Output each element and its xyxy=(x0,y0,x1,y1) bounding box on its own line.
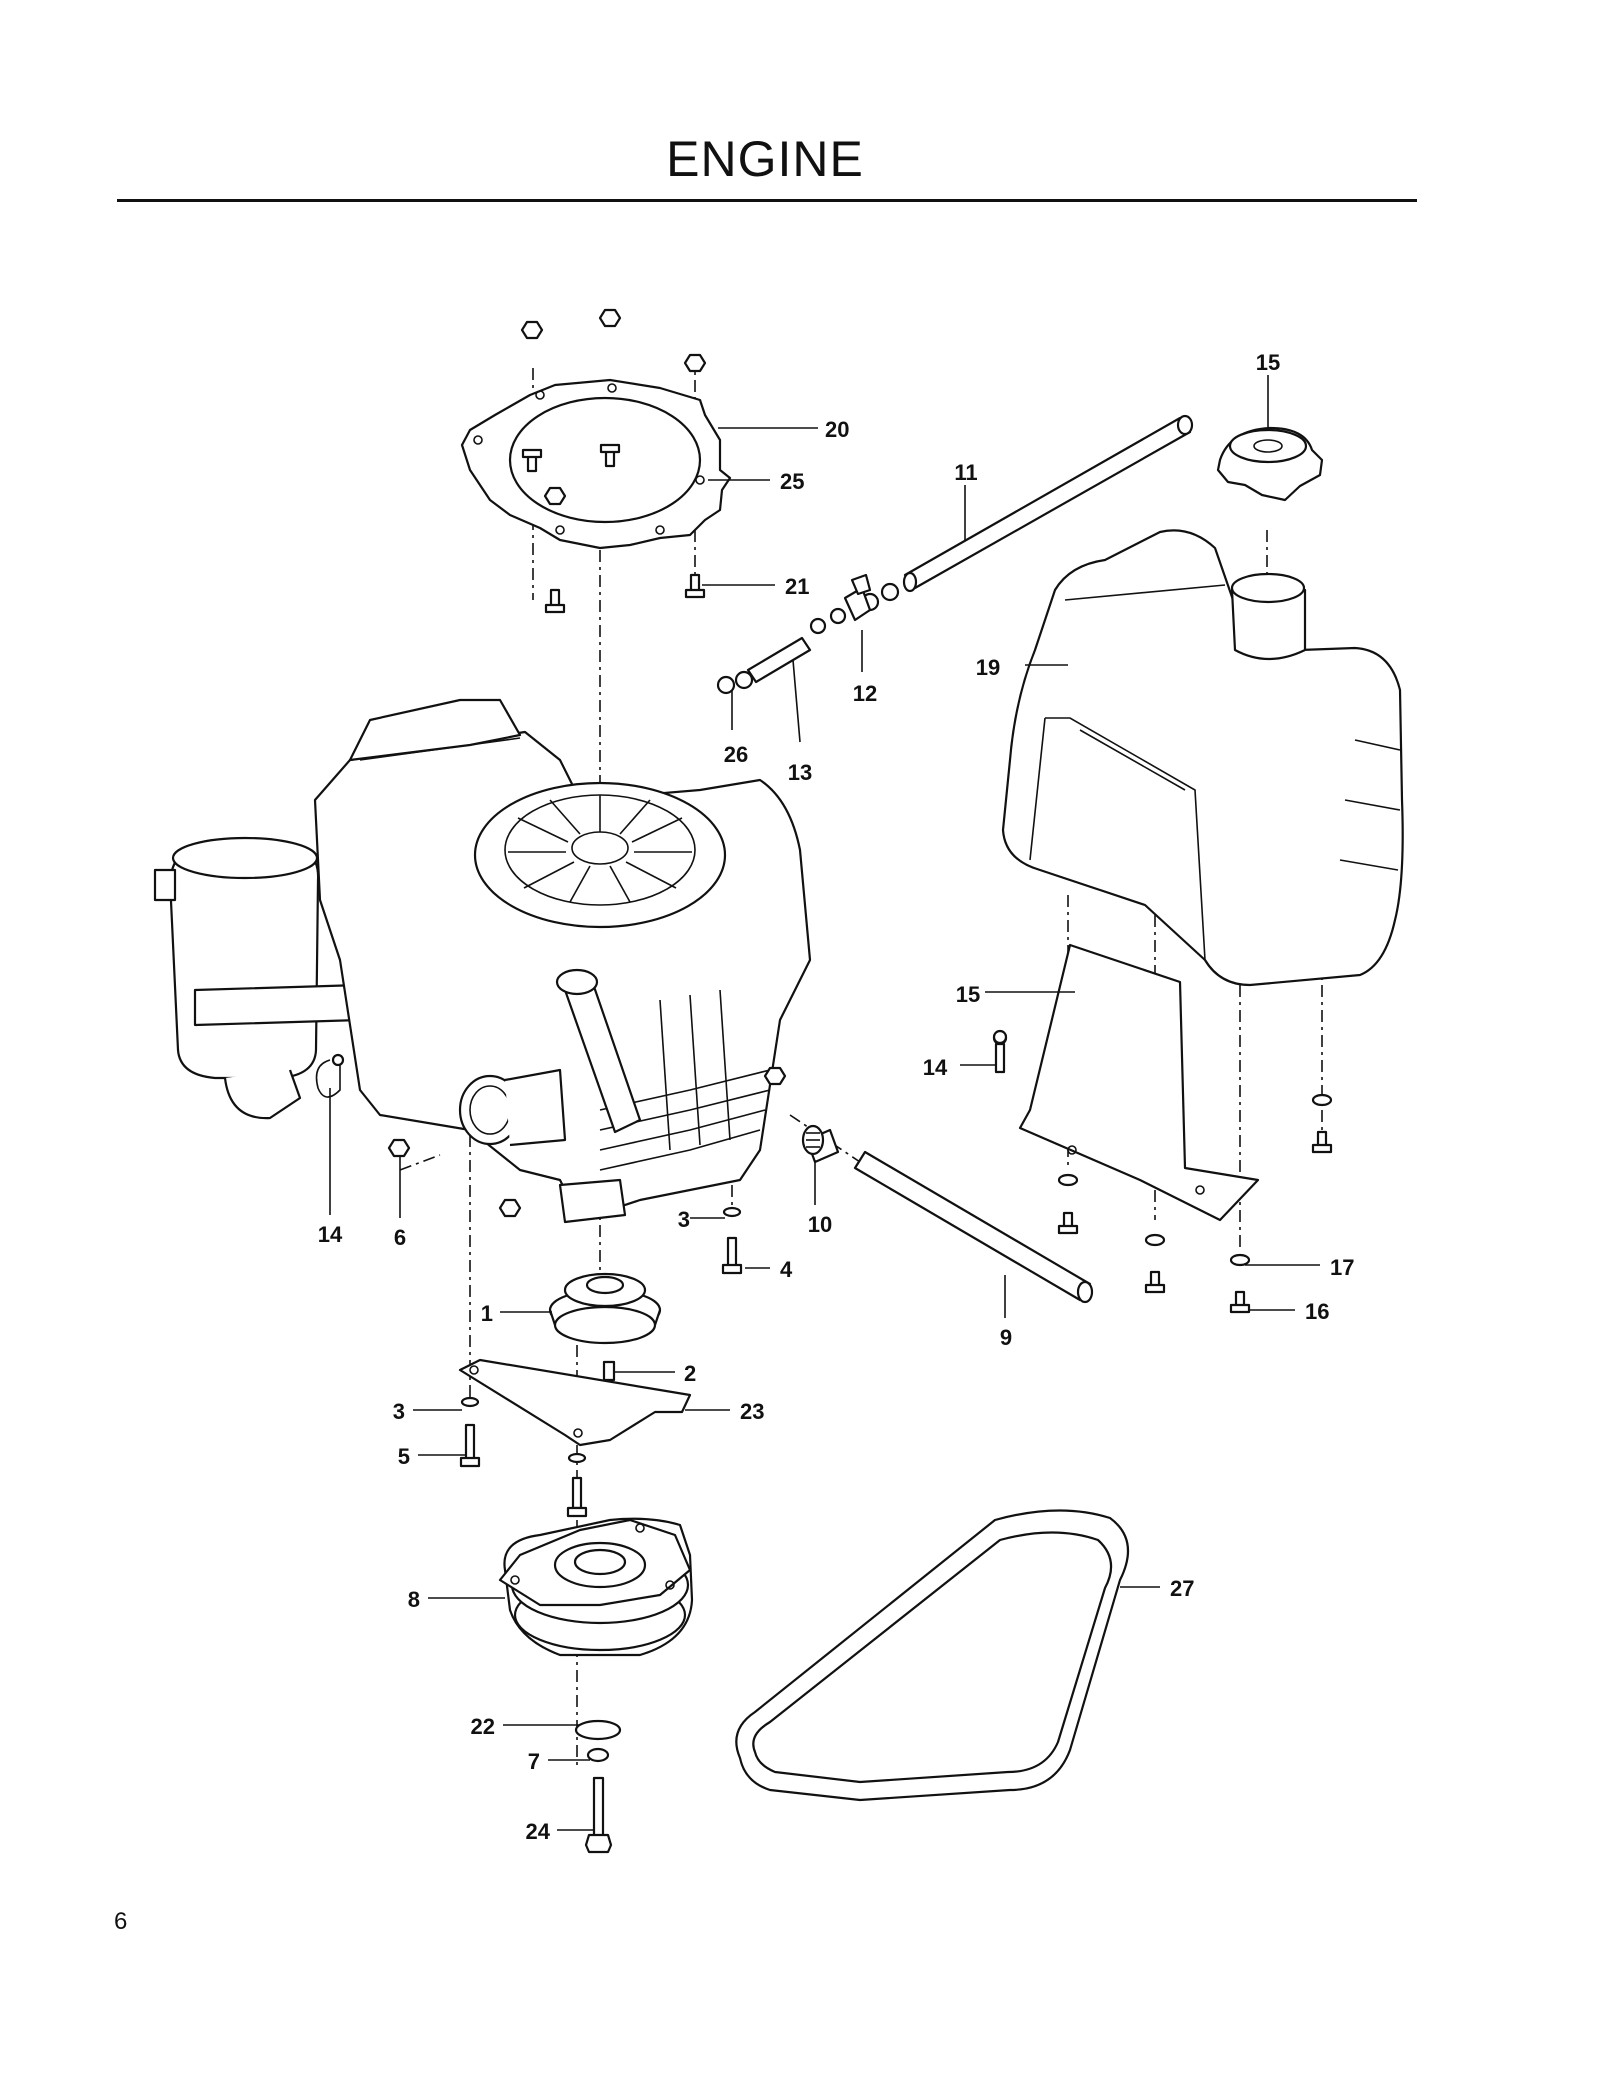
callout-8: 8 xyxy=(408,1587,420,1612)
callout-9: 9 xyxy=(1000,1325,1012,1350)
callout-18: 15 xyxy=(1256,350,1280,375)
bracket-bolt xyxy=(459,1396,588,1518)
callout-15: 15 xyxy=(956,982,980,1007)
callout-11: 11 xyxy=(954,460,977,485)
callout-7: 7 xyxy=(528,1749,540,1774)
engine xyxy=(153,698,812,1224)
callout-6: 6 xyxy=(394,1225,406,1250)
callout-19: 19 xyxy=(976,655,1000,680)
plate-hardware xyxy=(520,308,707,614)
eye-bolt xyxy=(992,1029,1008,1045)
callout-14-left: 14 xyxy=(318,1222,343,1247)
callout-23: 23 xyxy=(740,1399,764,1424)
clip-left xyxy=(315,1053,345,1098)
callout-2: 2 xyxy=(684,1361,696,1386)
clutch-hardware xyxy=(574,1719,622,1854)
fuel-line-assembly xyxy=(716,414,1194,695)
engine-bolt xyxy=(721,1206,743,1275)
callout-26: 26 xyxy=(724,742,748,767)
drive-belt xyxy=(735,1509,1130,1802)
callout-25: 25 xyxy=(780,469,804,494)
callout-27: 27 xyxy=(1170,1576,1194,1601)
pto-clutch xyxy=(498,1517,694,1657)
pulley xyxy=(548,1272,662,1345)
callout-13: 13 xyxy=(788,760,812,785)
fuel-tank xyxy=(1001,529,1404,987)
callout-14-right: 14 xyxy=(923,1055,948,1080)
callout-17: 17 xyxy=(1330,1255,1354,1280)
hose xyxy=(805,1128,1094,1304)
callout-10: 10 xyxy=(808,1212,832,1237)
callout-21: 21 xyxy=(785,574,809,599)
fuel-cap xyxy=(1216,426,1324,502)
tank-bracket xyxy=(1018,943,1260,1222)
callout-labels: 15 20 25 11 21 12 19 26 13 15 14 17 16 1… xyxy=(318,350,1355,1844)
page-title: ENGINE xyxy=(666,131,864,187)
fan-fins xyxy=(508,795,692,903)
page-number: 6 xyxy=(114,1908,128,1935)
callout-16: 16 xyxy=(1305,1299,1329,1324)
key xyxy=(602,1360,616,1382)
callout-1: 1 xyxy=(481,1301,493,1326)
callout-5: 5 xyxy=(398,1444,410,1469)
engine-mounting-plate xyxy=(460,378,732,550)
callout-20: 20 xyxy=(825,417,849,442)
title-rule xyxy=(117,199,1417,202)
callout-3-upper: 3 xyxy=(678,1207,690,1232)
callout-22: 22 xyxy=(471,1714,495,1739)
callout-12: 12 xyxy=(853,681,877,706)
callout-3-lower: 3 xyxy=(393,1399,405,1424)
callout-4: 4 xyxy=(780,1257,793,1282)
grommet xyxy=(801,1124,825,1156)
leader-lines xyxy=(329,375,1320,1831)
callout-24: 24 xyxy=(526,1819,551,1844)
clutch-bracket xyxy=(458,1358,692,1447)
